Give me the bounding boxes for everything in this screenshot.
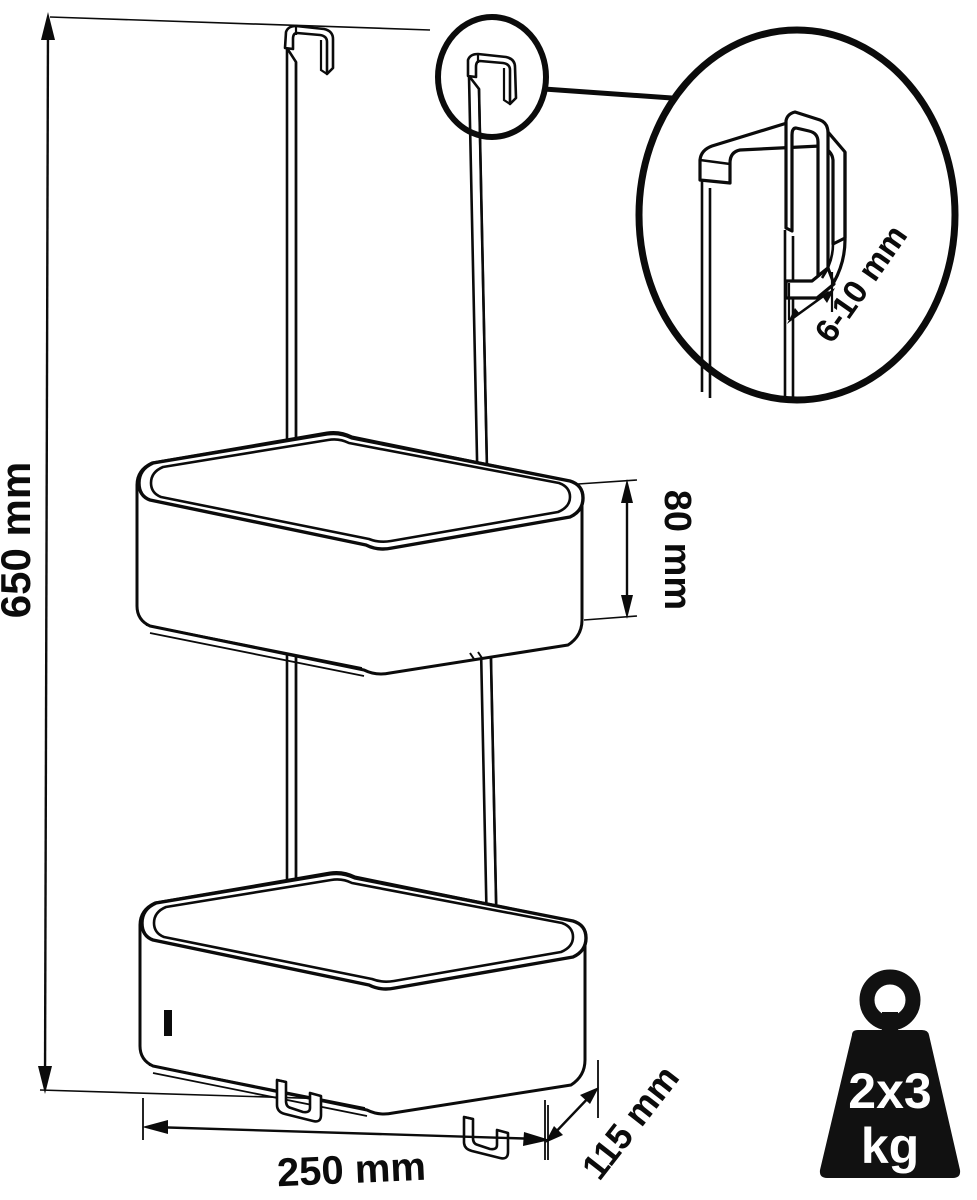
weight-line2: kg [861, 1118, 919, 1174]
bottom-hook-right-edge [463, 1115, 474, 1121]
basket-height-arrow-bottom [621, 595, 633, 619]
door-thickness-dimension [787, 272, 835, 324]
lower-basket-rim-inner [152, 878, 575, 983]
hook-highlight-circle [435, 14, 549, 140]
height-ext-line-top [49, 16, 431, 31]
door-hook-left [283, 24, 335, 76]
height-arrow-bottom [38, 1066, 52, 1094]
lower-basket [138, 871, 588, 1117]
lower-basket-bottom-lines [148, 1064, 368, 1117]
width-dimension-label: 250 mm [276, 1145, 427, 1195]
width-arrow-left [142, 1120, 168, 1134]
depth-dimension [544, 1060, 599, 1160]
bottom-hook-left-edge [276, 1078, 287, 1084]
upper-basket-bottom-detail [469, 651, 483, 660]
width-dimension [142, 1098, 550, 1160]
bottom-hook-left-shape [275, 1078, 323, 1123]
height-dimension-label: 650 mm [0, 462, 39, 618]
detail-hook-outer [698, 116, 847, 246]
basket-height-ext-bottom [583, 615, 638, 621]
basket-height-arrow-top [621, 479, 633, 503]
weight-line1: 2x3 [848, 1063, 931, 1119]
bottom-hook-right [462, 1115, 510, 1160]
upper-basket-bottom-lines [145, 624, 365, 677]
detail-circle-outline [635, 26, 959, 404]
height-dimension [38, 12, 431, 1103]
height-dim-line [43, 21, 50, 1086]
bottom-hook-left [275, 1078, 323, 1123]
door-hook-right [466, 52, 518, 106]
left-hook-inner-edges [294, 26, 328, 75]
weight-icon: 2x3 kg [819, 969, 961, 1178]
right-hook-inner-edges [476, 54, 511, 105]
upper-basket [135, 431, 585, 677]
detail-hook-assembly [698, 110, 847, 400]
depth-arrow-upper [580, 1087, 599, 1104]
width-dim-line [151, 1125, 541, 1141]
detail-hook-back-inner-curve [820, 243, 835, 279]
height-arrow-top [41, 12, 55, 40]
bottom-hook-right-shape [462, 1115, 510, 1160]
weight-body [819, 1030, 961, 1178]
brand-logo-mark [164, 1010, 172, 1036]
width-arrow-right [523, 1132, 550, 1146]
brand-mark-glyph [164, 1010, 172, 1036]
basket-height-label: 80 mm [656, 490, 698, 610]
basket-height-dimension [577, 479, 638, 621]
depth-arrow-lower [545, 1126, 563, 1143]
detail-hook-tip [784, 266, 836, 300]
thickness-arrow-left [787, 308, 800, 324]
thickness-arrow-right [822, 288, 835, 303]
upper-basket-rim-inner [149, 438, 572, 543]
detail-hook-back-curve [832, 152, 847, 283]
detail-rail-lines [700, 180, 712, 398]
hook-detail-circle: 6-10 mm [635, 26, 959, 404]
detail-hook-top-left-edge [699, 158, 731, 166]
